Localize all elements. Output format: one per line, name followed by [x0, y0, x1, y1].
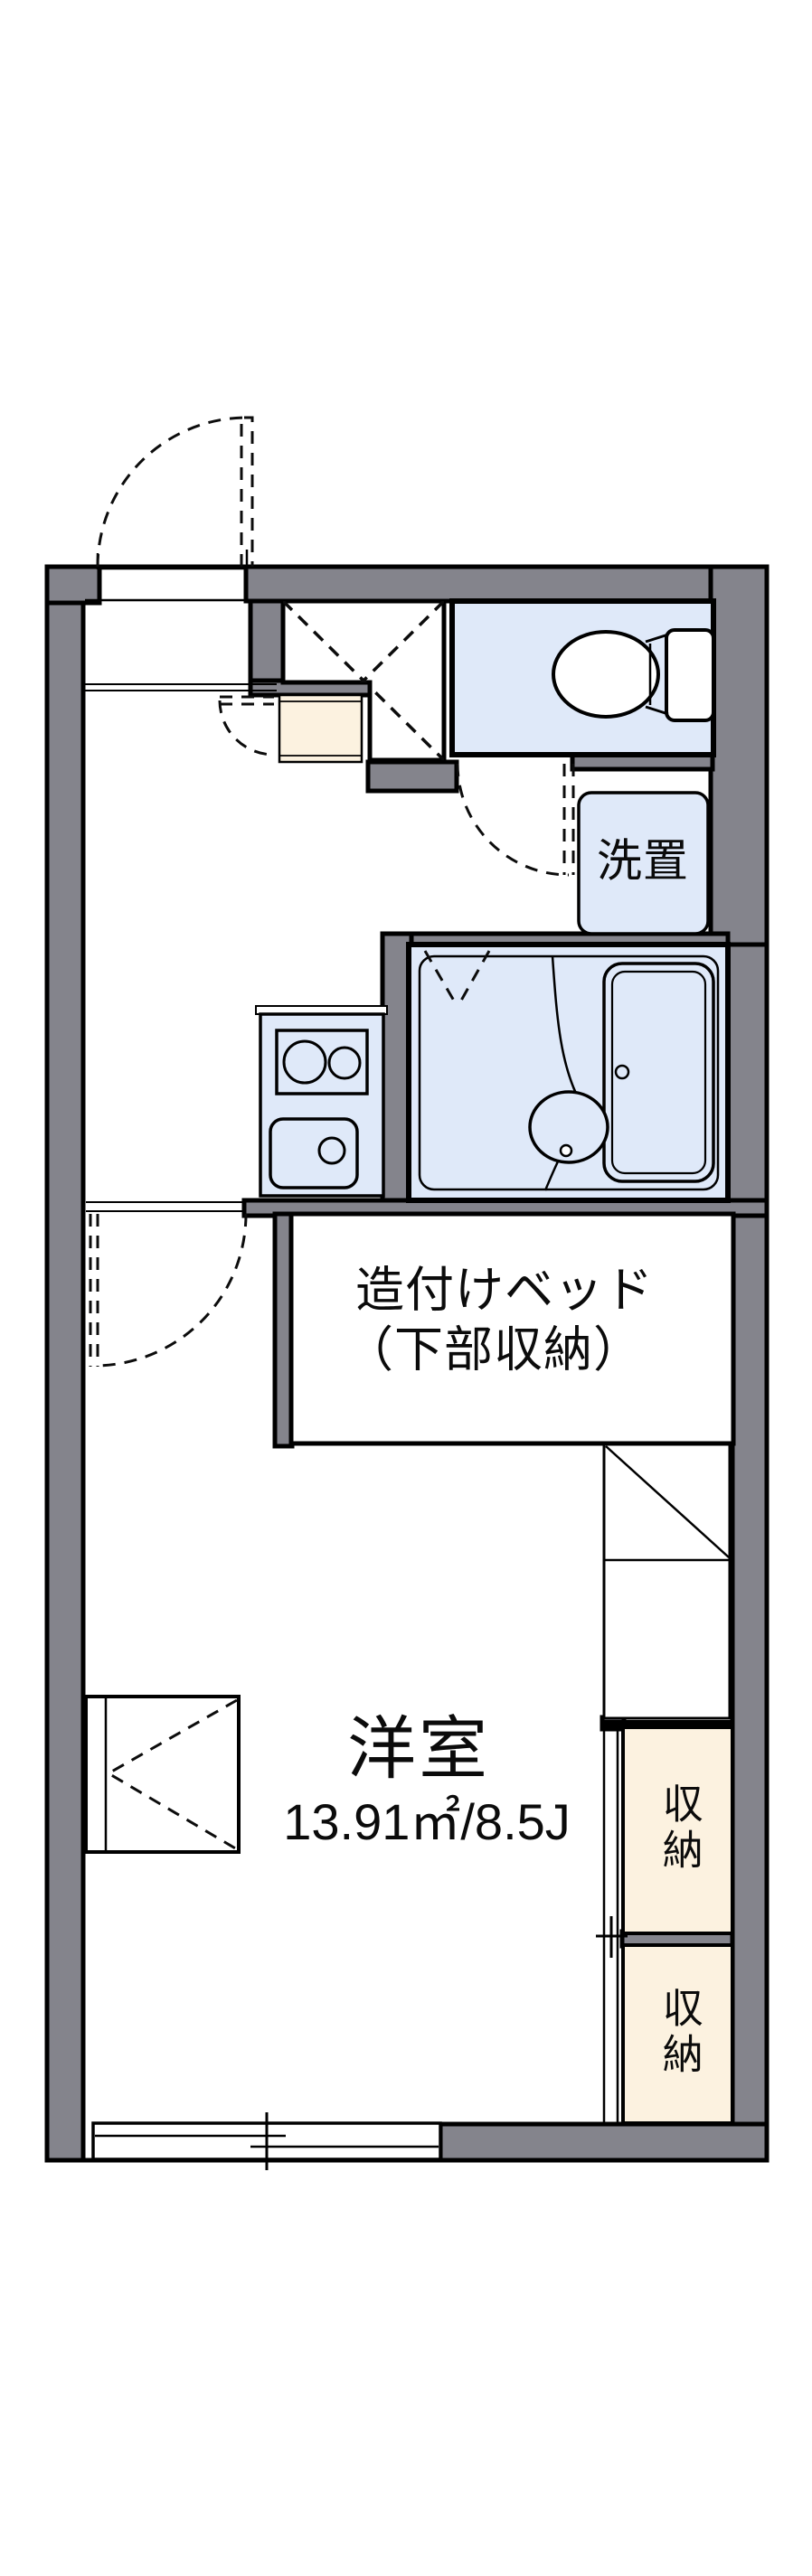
bathroom-door-swing — [423, 950, 491, 1008]
kitchen-unit — [255, 1005, 388, 1198]
washer-place-label: 洗置 — [597, 835, 689, 887]
entrance-opening — [85, 550, 249, 602]
room-size-label: 13.91㎡/8.5J — [283, 1793, 571, 1851]
built-in-bed-label: 造付けベッド — [355, 1263, 654, 1318]
entrance-x-area — [280, 598, 447, 763]
balcony-window — [91, 2112, 442, 2170]
wall-right-middle — [723, 942, 770, 1209]
wall-bottom — [438, 2121, 770, 2163]
washing-machine-box — [577, 791, 710, 935]
closet-lower-label: 収納 — [656, 1987, 703, 2079]
closet-sliding-doors — [596, 1729, 628, 2124]
bathroom — [406, 942, 731, 1203]
wall-entrance-lower-chunk — [365, 759, 459, 794]
entrance-step-edge — [83, 683, 277, 691]
wall-left — [44, 564, 86, 2163]
sink-icon — [269, 1117, 359, 1189]
chevron-marked-box — [84, 1695, 241, 1854]
door-panel-box — [602, 1443, 732, 1720]
stove-icon — [275, 1029, 369, 1095]
toilet-icon — [552, 628, 715, 722]
wall-top-left-stub — [44, 564, 102, 606]
entrance-door-swing — [96, 416, 254, 568]
bed-storage-label: （下部収納） — [345, 1322, 643, 1377]
room-door-swing — [89, 1213, 248, 1368]
wall-entrance-left — [248, 598, 288, 689]
wall-right-upper — [708, 564, 770, 951]
wall-right-lower — [730, 1199, 770, 2163]
bathtub-icon — [602, 962, 715, 1183]
built-in-bed-box — [288, 1211, 736, 1446]
shoe-cabinet-door-swing — [218, 695, 275, 757]
toilet-room — [449, 598, 716, 757]
closet-upper-box — [621, 1725, 734, 1935]
walls — [44, 564, 770, 2163]
washbasin-icon — [528, 955, 609, 1191]
room-doorway-lines — [86, 1201, 244, 1212]
shoe-cabinet — [278, 693, 364, 764]
closet-upper-label: 収納 — [656, 1782, 703, 1875]
wall-top — [243, 564, 770, 604]
toilet-door-swing — [456, 763, 575, 877]
room-name-label: 洋室 — [347, 1711, 490, 1789]
closet-lower-box — [621, 1943, 734, 2125]
